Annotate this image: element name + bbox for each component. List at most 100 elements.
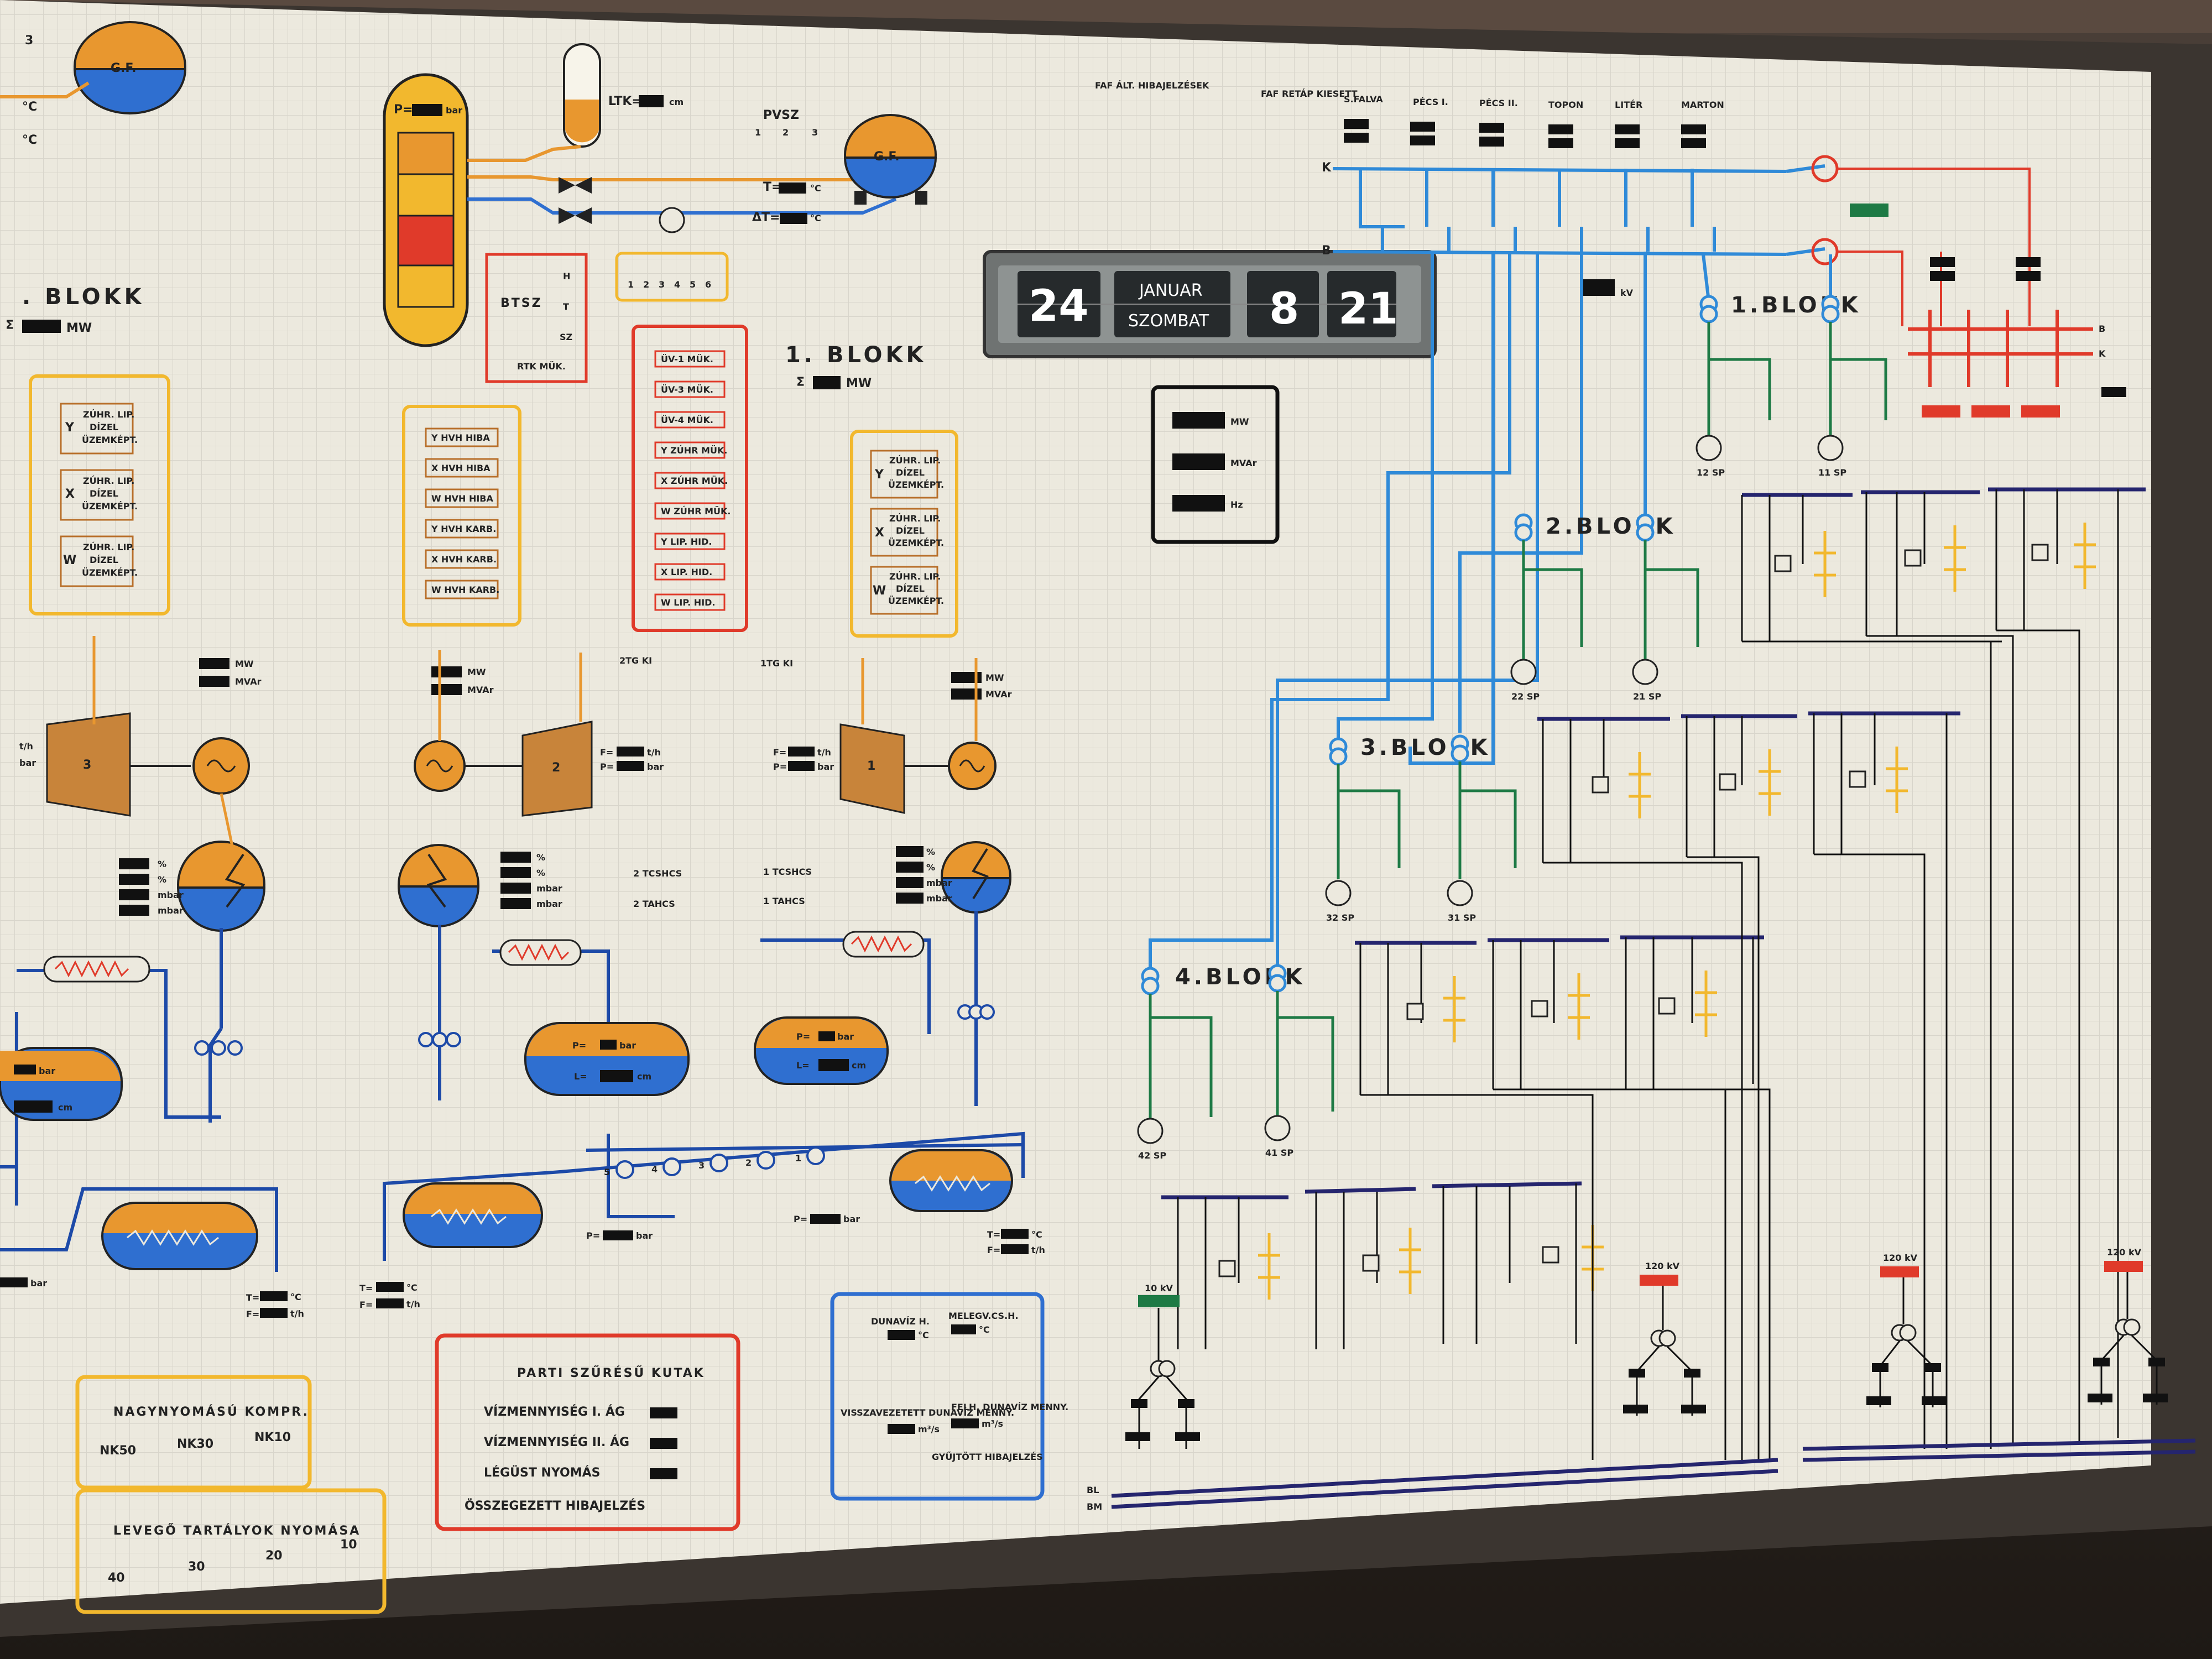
duna-panel bbox=[830, 1292, 1045, 1501]
red-busbars bbox=[1908, 310, 2093, 387]
zuhr-left-y-2: DÍZEL bbox=[90, 422, 118, 432]
c1-unit-3: mbar bbox=[926, 878, 952, 888]
uv-row-4: Y ZÚHR MÜK. bbox=[660, 445, 727, 456]
levego-title: LEVEGŐ TARTÁLYOK NYOMÁSA bbox=[113, 1524, 361, 1538]
t1-flow-display bbox=[788, 747, 815, 757]
c1-unit-2: % bbox=[926, 862, 935, 873]
deaerator-1-l-display bbox=[818, 1059, 849, 1071]
system-hz-display bbox=[1172, 495, 1225, 512]
btsz-box bbox=[485, 253, 588, 383]
left-block-sigma: Σ bbox=[796, 375, 805, 389]
pvsz-digit-left: 3 bbox=[25, 34, 33, 48]
parti-display-2 bbox=[650, 1438, 677, 1449]
clock-day: 24 bbox=[1029, 281, 1089, 331]
bottom-t-unit-2: °C bbox=[406, 1282, 418, 1293]
line-10kv: 10 kV bbox=[1145, 1283, 1173, 1293]
duna-visszavezetett: VISSZAVEZETETT DUNAVÍZ MENNY. bbox=[841, 1407, 1014, 1418]
duna-dunaviz-unit: °C bbox=[918, 1330, 929, 1340]
t1-pressure-label: P= bbox=[773, 761, 787, 772]
generator-3-sine-icon bbox=[206, 759, 236, 773]
gf-label-right: G.F. bbox=[874, 150, 900, 164]
seq-3: 3 bbox=[659, 279, 665, 290]
far-left-mw-unit: MW bbox=[66, 321, 92, 335]
tg2-label: 2TG KI bbox=[619, 655, 652, 666]
gen-circles bbox=[1137, 435, 1844, 1144]
tcshcs-1: 1 TCSHCS bbox=[763, 867, 812, 877]
station-sfalva: S.FALVA bbox=[1344, 94, 1383, 105]
heater-left bbox=[101, 1202, 258, 1270]
zuhr-left-x-2: DÍZEL bbox=[90, 488, 118, 499]
g3-mw-display bbox=[199, 658, 229, 669]
duna-dunaviz: DUNAVÍZ H. bbox=[871, 1316, 930, 1327]
zuhr-right-x-3: ÜZEMKÉPT. bbox=[888, 538, 944, 548]
system-meter-box bbox=[1151, 385, 1280, 544]
deaerator-1-p-display bbox=[818, 1031, 835, 1041]
t2-flow-label: F= bbox=[600, 747, 613, 758]
t1-pressure-unit: bar bbox=[817, 761, 834, 772]
uv-row-2: ÜV-3 MÜK. bbox=[661, 384, 713, 395]
heater-right bbox=[889, 1149, 1013, 1212]
vessel-pressure-unit: bar bbox=[446, 105, 462, 116]
c2-unit-3: mbar bbox=[536, 883, 562, 894]
deaerator-1-l-unit: cm bbox=[852, 1060, 866, 1071]
kompr-nk30: NK30 bbox=[177, 1437, 213, 1451]
t2-pressure-unit: bar bbox=[647, 761, 664, 772]
switchgear-drops bbox=[1177, 489, 2119, 1349]
bottom-t-unit-1: °C bbox=[290, 1292, 301, 1302]
zuhr-right-w-3: ÜZEMKÉPT. bbox=[888, 596, 944, 606]
clock-weekday: SZOMBAT bbox=[1128, 311, 1209, 331]
clock-hour: 8 bbox=[1269, 284, 1299, 334]
deaerator-2 bbox=[524, 1022, 690, 1096]
temp-unit-left-2: °C bbox=[22, 133, 37, 147]
gen-12sp: 12 SP bbox=[1697, 467, 1725, 478]
zuhr-right-x-1: ZÚHR. LIP. bbox=[889, 513, 941, 524]
hvh-row-6: W HVH KARB. bbox=[431, 585, 499, 595]
parti-item-4: ÖSSZEGEZETT HIBAJELZÉS bbox=[465, 1499, 645, 1513]
zuhr-right-w: W bbox=[873, 584, 886, 598]
zuhr-left-y: Y bbox=[65, 421, 75, 435]
g3-mvar-unit: MVAr bbox=[235, 676, 262, 687]
zuhr-left-w-3: ÜZEMKÉPT. bbox=[82, 567, 138, 578]
pump-group-left bbox=[194, 1004, 995, 1056]
heater-p-unit-2: bar bbox=[843, 1214, 860, 1224]
uv-row-8: X LIP. HID. bbox=[661, 567, 712, 577]
system-mw-unit: MW bbox=[1230, 416, 1249, 427]
feed-pumps bbox=[615, 1146, 825, 1179]
zuhr-left-y-3: ÜZEMKÉPT. bbox=[82, 435, 138, 445]
generator-2-sine-icon bbox=[426, 759, 453, 773]
kompr-nk10: NK10 bbox=[254, 1431, 291, 1444]
deaerator-1 bbox=[754, 1016, 889, 1085]
deaerator-2-l-label: L= bbox=[574, 1071, 587, 1082]
seq-6: 6 bbox=[705, 279, 711, 290]
deaerator-1-p-unit: bar bbox=[837, 1031, 854, 1042]
gf-label-left: G.F. bbox=[111, 61, 137, 75]
coil-zigzag-2 bbox=[508, 943, 570, 961]
line-120kv-3: 120 kV bbox=[2107, 1247, 2142, 1258]
zuhr-rows-left: Y ZÚHR. LIP. DÍZEL ÜZEMKÉPT. X ZÚHR. LIP… bbox=[60, 403, 138, 587]
flip-clock bbox=[983, 250, 1437, 358]
duna-gyujtott: GYŰJTÖTT HIBAJELZÉS bbox=[932, 1451, 1043, 1462]
parti-title: PARTI SZŰRÉSŰ KUTAK bbox=[517, 1366, 705, 1380]
c3-unit-4: mbar bbox=[158, 905, 184, 916]
t2-pressure-label: P= bbox=[600, 761, 614, 772]
g3-mvar-display bbox=[199, 676, 229, 687]
levego-30: 30 bbox=[188, 1560, 205, 1574]
hvh-row-2: X HVH HIBA bbox=[431, 463, 491, 473]
condenser-2 bbox=[397, 844, 480, 927]
bottom-f-label-2: F= bbox=[359, 1300, 373, 1310]
parti-item-2: VÍZMENNYISÉG II. ÁG bbox=[484, 1435, 629, 1449]
duna-felh: FELH. DUNAVÍZ MENNY. bbox=[951, 1402, 1068, 1412]
heater-left-p-display bbox=[0, 1277, 28, 1287]
condenser-3 bbox=[176, 841, 266, 932]
kv-label-top: kV bbox=[1620, 288, 1634, 298]
vessel-pressure-label: P= bbox=[394, 103, 413, 117]
bottom-t-label-3: T= bbox=[987, 1229, 1000, 1240]
g2-mvar-unit: MVAr bbox=[467, 685, 494, 695]
heater-p-display-1 bbox=[603, 1230, 633, 1240]
faf-hiba-label: FAF ÁLT. HIBAJELZÉSEK bbox=[1095, 80, 1209, 91]
tahcs-1: 1 TAHCS bbox=[763, 896, 805, 906]
gen-31sp: 31 SP bbox=[1448, 912, 1476, 923]
heater-p-label-2: P= bbox=[794, 1214, 807, 1224]
block-transformers bbox=[1141, 295, 1840, 995]
